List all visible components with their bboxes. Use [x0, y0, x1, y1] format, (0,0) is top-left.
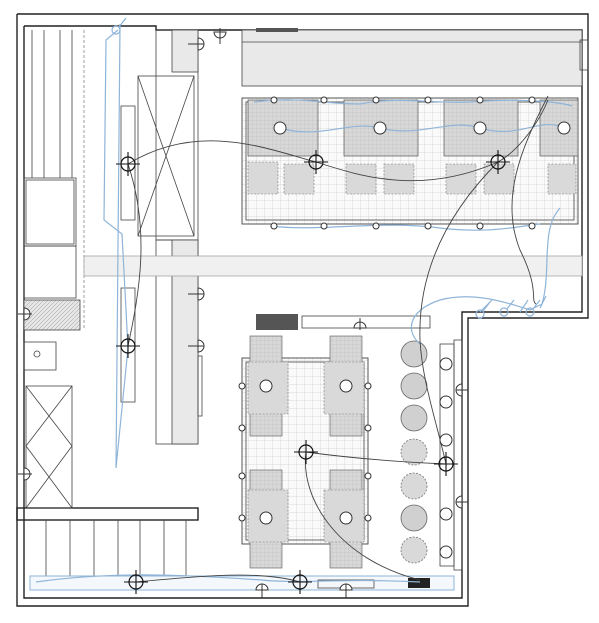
ceiling-light-icon: [288, 570, 312, 594]
corridor-band: [83, 255, 583, 277]
switches: [111, 17, 541, 319]
wall-outlet-icon: [339, 583, 353, 598]
left-built-ins: [23, 30, 85, 509]
ceiling-light-icon: [294, 440, 318, 464]
blue-wiring: [35, 23, 573, 583]
downlights: [259, 121, 571, 559]
top-counter: [241, 28, 589, 87]
ceiling-light-icon: [486, 150, 510, 174]
wall-outlet-icon: [18, 467, 32, 481]
central-wardrobe: [120, 29, 203, 445]
wall-outlet-icon: [188, 339, 205, 353]
ceiling-light-icon: [124, 570, 148, 594]
ceiling-light-icon: [434, 452, 458, 476]
outer-walls: [16, 13, 589, 607]
wall-outlet-icon: [213, 28, 227, 44]
switch-icon: [475, 301, 491, 319]
switch-icon: [525, 299, 541, 317]
wall-outlet-icon: [255, 583, 269, 598]
ceiling-light-icon: [116, 152, 140, 176]
upper-dining-area: [241, 97, 579, 225]
perimeter-dots: [238, 96, 536, 522]
wall-outlet-icon: [455, 495, 468, 509]
wall-outlet-icon: [188, 37, 205, 51]
wall-outlets: [18, 28, 468, 598]
wall-outlet-icon: [353, 318, 367, 330]
wall-outlet-icon: [18, 307, 32, 321]
switch-icon: [499, 299, 515, 317]
switch-icon: [111, 17, 127, 35]
ceiling-light-icon: [304, 150, 328, 174]
ceiling-lights: [116, 150, 510, 594]
right-stools: [400, 339, 463, 571]
wall-outlet-icon: [455, 383, 468, 397]
wall-outlet-icon: [188, 287, 205, 301]
ceiling-light-icon: [116, 334, 140, 358]
